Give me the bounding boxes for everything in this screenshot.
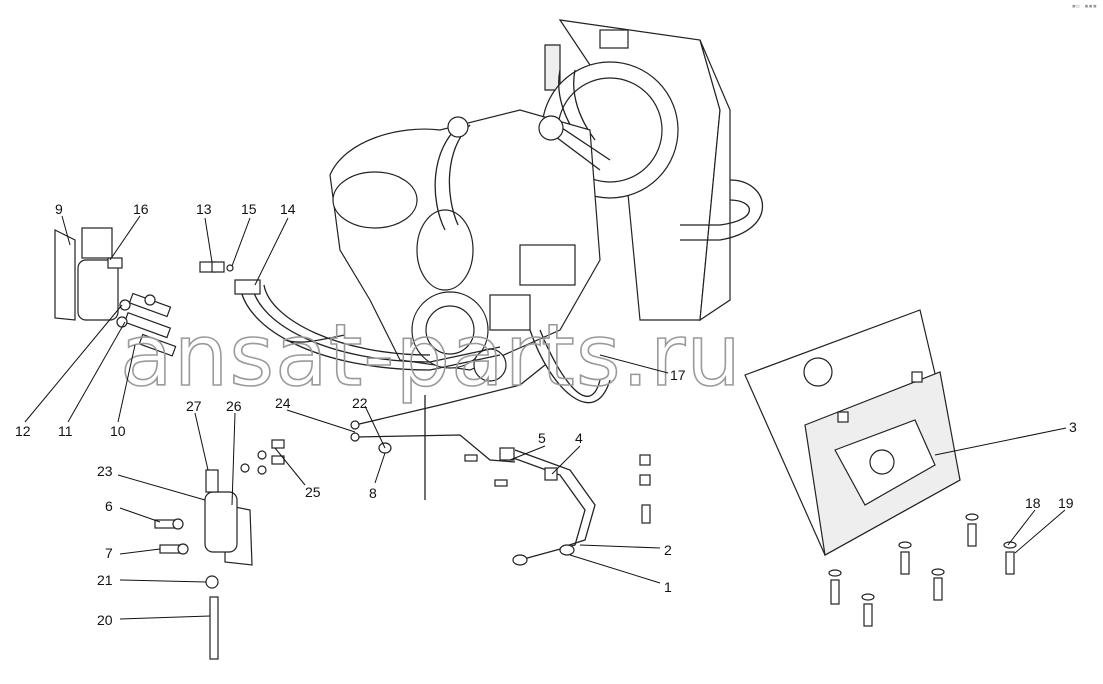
callout-5: 5 [538,430,546,446]
callout-16: 16 [133,201,149,217]
fuel-filter-assembly [54,227,123,321]
callout-11: 11 [58,423,73,439]
fittings-10-12 [116,292,177,357]
callout-7: 7 [105,545,113,561]
callout-3: 3 [1069,419,1077,435]
watermark: ansat-parts.ru [120,306,742,406]
callout-13: 13 [196,201,212,217]
callout-20: 20 [97,612,113,628]
oil-filter-assembly [154,439,285,660]
callout-22: 22 [352,395,368,411]
callout-17: 17 [670,367,686,383]
callout-9: 9 [55,201,63,217]
callout-4: 4 [575,430,583,446]
callout-24: 24 [275,395,291,411]
callout-labels: 9 16 13 15 14 12 11 10 17 3 22 24 8 5 4 … [15,201,1077,628]
callout-8: 8 [369,485,377,501]
callout-25: 25 [305,484,321,500]
pipes-22-24 [350,364,546,500]
callout-26: 26 [226,398,242,414]
callout-23: 23 [97,463,113,479]
callout-15: 15 [241,201,257,217]
pipes-1-2-4-5 [464,447,651,566]
callout-12: 12 [15,423,31,439]
leader-lines [24,215,1067,620]
callout-21: 21 [97,572,113,588]
fuel-hoses-13-15 [199,261,501,371]
callout-2: 2 [664,542,672,558]
callout-27: 27 [186,398,202,414]
callout-19: 19 [1058,495,1074,511]
callout-10: 10 [110,423,126,439]
callout-6: 6 [105,498,113,514]
callout-18: 18 [1025,495,1041,511]
callout-1: 1 [664,579,672,595]
hydraulic-tank [744,309,961,556]
corner-mark: ▪▫ ▪▪▪ [1071,2,1097,10]
callout-14: 14 [280,201,296,217]
engine-block [329,109,611,404]
